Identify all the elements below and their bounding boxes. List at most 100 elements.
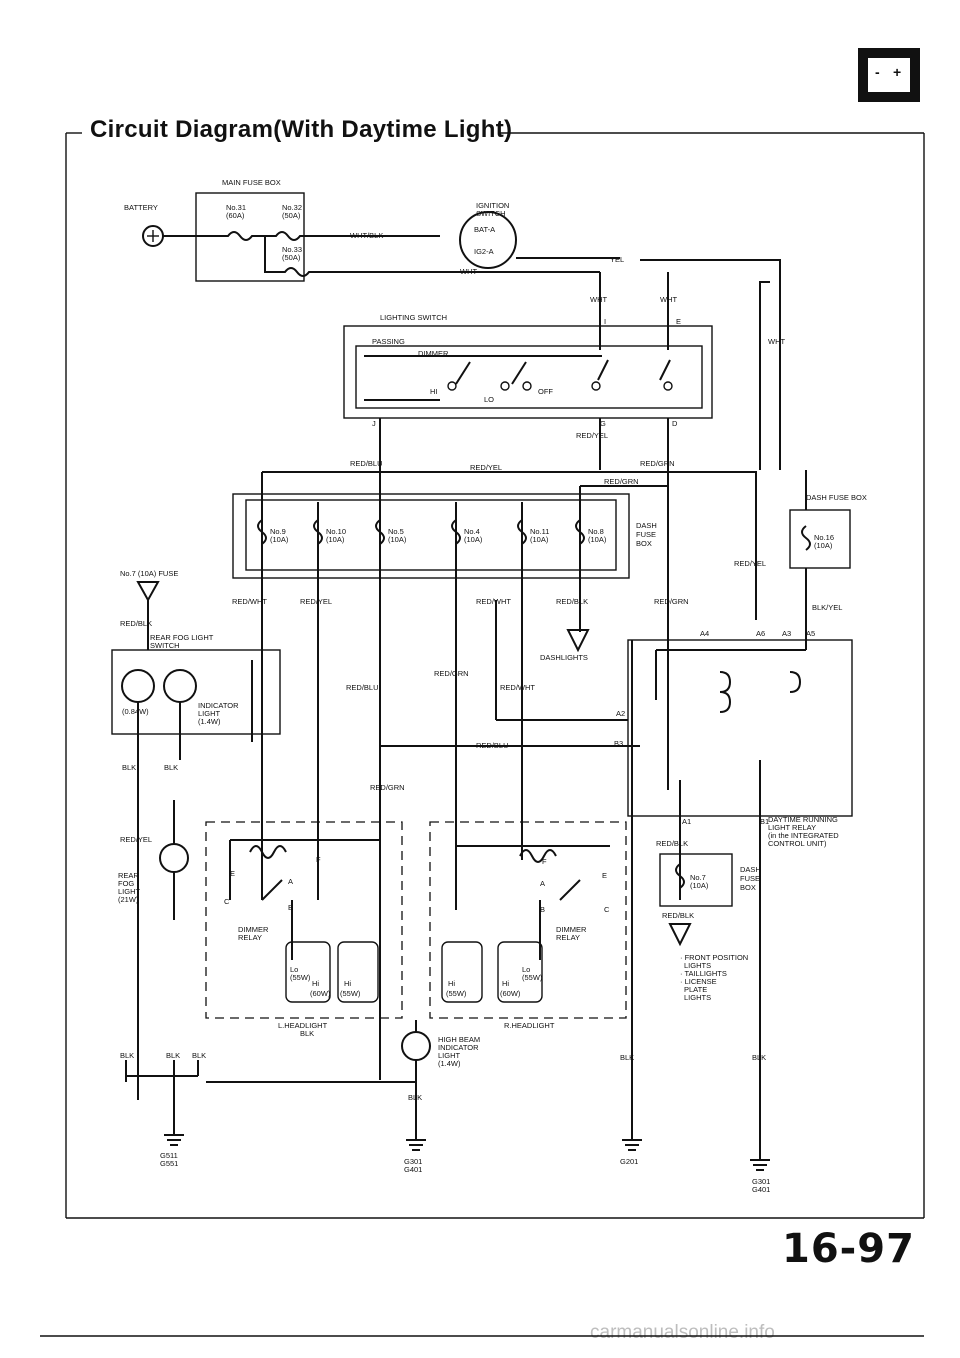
watermark: carmanualsonline.info	[590, 1322, 775, 1343]
drl-relay-label2: LIGHT RELAY	[768, 823, 816, 832]
wire-label-wht-blk: WHT/BLK	[350, 231, 383, 240]
fuse10-label: No.10	[326, 527, 346, 536]
ground-g201: BLK G201	[620, 640, 642, 1166]
dimmer-label: DIMMER	[418, 349, 449, 358]
wire-label-wht-3: WHT	[660, 295, 677, 304]
wire-label-red-grn-3: RED/GRN	[434, 669, 469, 678]
left-headlight-assembly: E F A B C DIMMER RELAY Lo (55W) Hi (60W)…	[205, 821, 403, 1030]
fuse5-rating: (10A)	[388, 535, 407, 544]
pin-g-label: G	[600, 419, 606, 428]
dash-fuse-label-b: FUSE	[636, 530, 656, 539]
wire-label-red-yel-4: RED/YEL	[300, 597, 332, 606]
l-pin-c: C	[224, 897, 230, 906]
wire-label-wht-2: WHT	[590, 295, 607, 304]
rear-fog-light-label3: LIGHT	[118, 887, 141, 896]
pin-d-label: D	[672, 419, 678, 428]
drl-relay-label4: CONTROL UNIT)	[768, 839, 827, 848]
page-title: Circuit Diagram(With Daytime Light)	[84, 116, 519, 144]
wire-label-red-grn-5: RED/GRN	[654, 597, 689, 606]
rear-fog-light-label2: FOG	[118, 879, 134, 888]
fuse32-label: No.32	[282, 203, 302, 212]
r-hi2-label: Hi	[502, 979, 509, 988]
license-label2: PLATE	[684, 985, 707, 994]
indicator-rating: (1.4W)	[198, 717, 221, 726]
pin-j-label: J	[372, 419, 376, 428]
wire-label-red-grn: RED/GRN	[640, 459, 675, 468]
dashlights-label: DASHLIGHTS	[540, 653, 588, 662]
daytime-running-light-relay: A4 A6 A3 A5 A2 B3 A1 B1 DAYTIME RUNNING …	[614, 629, 853, 1160]
pin-a3-label: A3	[782, 629, 791, 638]
high-beam-label3: LIGHT	[438, 1051, 461, 1060]
r-pin-e: E	[602, 871, 607, 880]
l-pin-b: B	[288, 903, 293, 912]
bat-a-label: BAT-A	[474, 225, 495, 234]
wire-label-wht: WHT	[460, 267, 477, 276]
fuse8-rating: (10A)	[588, 535, 607, 544]
wire-label-red-yel-3: RED/YEL	[120, 835, 152, 844]
wire-label-red-blk-2: RED/BLK	[556, 597, 588, 606]
wire-label-red-blk-4: RED/BLK	[662, 911, 694, 920]
ground-g301-right-label: G301	[752, 1177, 770, 1186]
wire-label-red-wht: RED/WHT	[476, 597, 511, 606]
fuse16-rating: (10A)	[814, 541, 833, 550]
wire-label-blk-yel: BLK/YEL	[812, 603, 842, 612]
lighting-switch: LIGHTING SWITCH PASSING DIMMER HI LO OFF…	[343, 313, 713, 428]
fuse31-rating: (60A)	[226, 211, 245, 220]
pin-a6-label: A6	[756, 629, 765, 638]
l-pin-f: F	[316, 855, 321, 864]
ground-g401-label: G401	[404, 1165, 422, 1174]
indicator-label: INDICATOR	[198, 701, 239, 710]
high-beam-label2: INDICATOR	[438, 1043, 479, 1052]
wire-label-red-grn-2: RED/GRN	[604, 477, 639, 486]
pin-b3-label: B3	[614, 739, 623, 748]
wire-label-blk-6: BLK	[408, 1093, 422, 1102]
dash-fuse-label-c: BOX	[636, 539, 652, 548]
battery-minus-label: -	[875, 64, 880, 80]
high-beam-label: HIGH BEAM	[438, 1035, 480, 1044]
pin-i-label: I	[604, 317, 606, 326]
license-label: · LICENSE	[680, 977, 717, 986]
r-hi-watt: (55W)	[446, 989, 467, 998]
wire-label-red-blu-2: RED/BLU	[476, 741, 509, 750]
l-lo-label: Lo	[290, 965, 298, 974]
fuse4-rating: (10A)	[464, 535, 483, 544]
main-fuse-box-label: MAIN FUSE BOX	[222, 178, 281, 187]
high-beam-indicator: HIGH BEAM INDICATOR LIGHT (1.4W)	[401, 1020, 480, 1140]
lo-label: LO	[484, 395, 494, 404]
l-pin-a: A	[288, 877, 293, 886]
l-hi-label: Hi	[312, 979, 319, 988]
fuse9-label: No.9	[270, 527, 286, 536]
dash-fuse-label-a-2: DASH	[740, 865, 761, 874]
wire-label-blk-9: BLK	[300, 1029, 314, 1038]
battery-plus-label: +	[893, 64, 901, 80]
wire-label-yel: YEL	[610, 255, 624, 264]
ground-g511-label: G511	[160, 1151, 178, 1160]
fuse5-label: No.5	[388, 527, 404, 536]
fuse33-rating: (50A)	[282, 253, 301, 262]
indicator-label2: LIGHT	[198, 709, 221, 718]
fuse7-label: No.7	[690, 873, 706, 882]
r-pin-f: F	[542, 857, 547, 866]
wire-label-red-blu-3: RED/BLU	[346, 683, 379, 692]
fuse7-top-label: No.7 (10A) FUSE	[120, 569, 178, 578]
wire-label-red-yel: RED/YEL	[576, 431, 608, 440]
wire-label-wht-4: WHT	[768, 337, 785, 346]
wire-label-blk-2: BLK	[164, 763, 178, 772]
dash-fuse-box-right-label: DASH FUSE BOX	[806, 493, 867, 502]
battery-icon: - +	[858, 48, 920, 102]
r-hi2-watt: (60W)	[500, 989, 521, 998]
fuse11-label: No.11	[530, 527, 549, 536]
dash-fuse-label-a: DASH	[636, 521, 657, 530]
ground-g301-g401: BLK G301 G401	[404, 1093, 426, 1174]
l-dimmer-relay-label: DIMMER	[238, 925, 269, 934]
fuse16-label: No.16	[814, 533, 834, 542]
l-pin-e: E	[230, 869, 235, 878]
wire-label-red-grn-4: RED/GRN	[370, 783, 405, 792]
wire-label-red-yel-5: RED/YEL	[734, 559, 766, 568]
rear-fog-switch-label2: SWITCH	[150, 641, 180, 650]
ignition-switch: IGNITION SWITCH BAT-A IG2-A YEL	[459, 201, 781, 470]
ig2-a-label: IG2-A	[474, 247, 494, 256]
r-pin-b: B	[540, 905, 545, 914]
r-hi-label: Hi	[448, 979, 455, 988]
